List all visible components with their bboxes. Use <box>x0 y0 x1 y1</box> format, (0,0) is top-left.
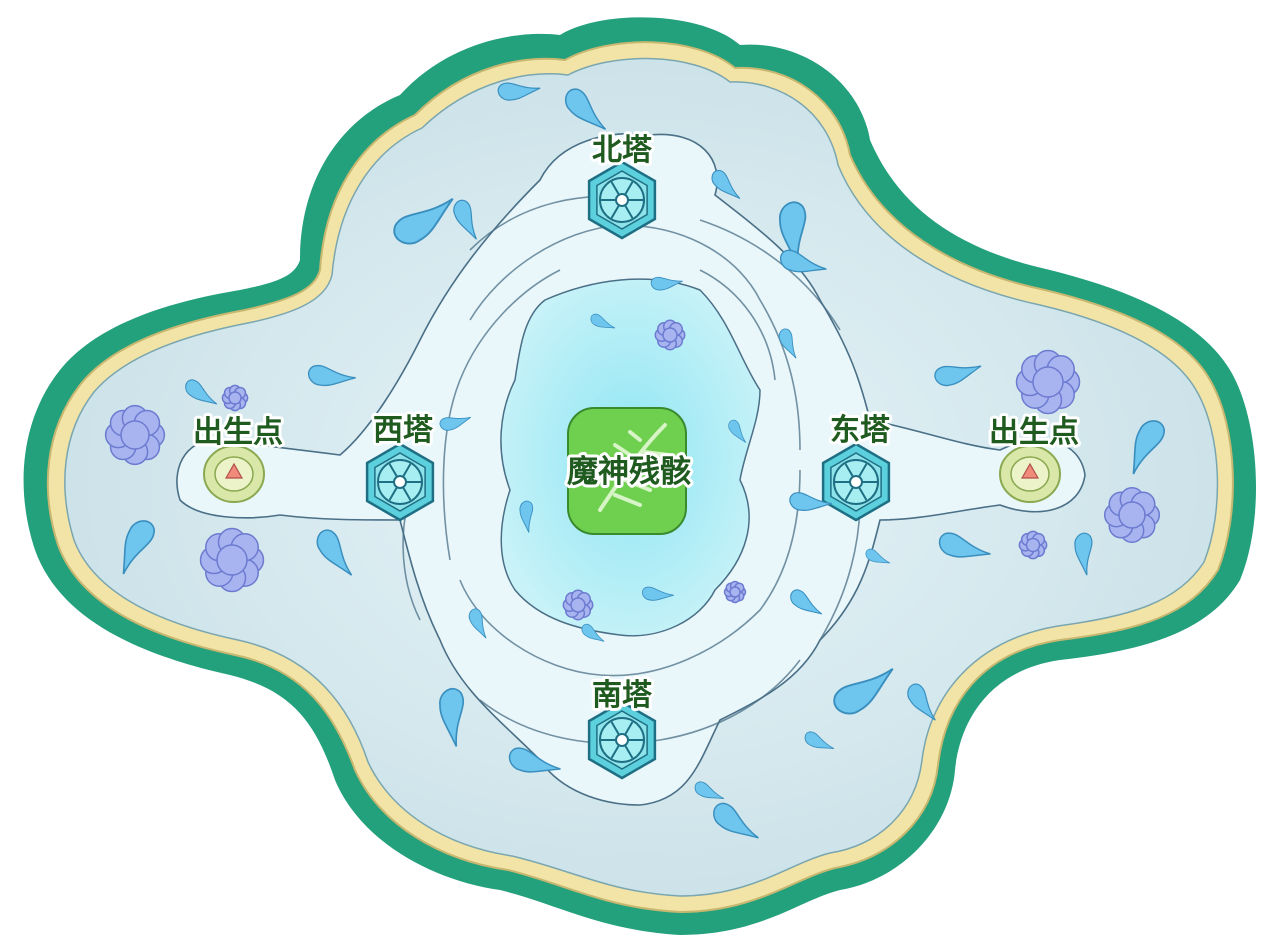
ice-flower-icon <box>1018 530 1048 560</box>
crystal-icon <box>439 416 471 431</box>
tower-east-label: 东塔 <box>830 413 891 448</box>
crystal-icon <box>307 364 356 387</box>
spawn-right-label: 出生点 <box>989 415 1079 450</box>
tower-east[interactable]: 东塔 <box>821 410 894 522</box>
tower-west-label: 西塔 <box>373 413 434 448</box>
crystal-icon <box>581 623 605 642</box>
spawn-left[interactable]: 出生点 <box>190 412 286 503</box>
crystal-icon <box>711 169 741 199</box>
crystal-icon <box>713 802 759 839</box>
ice-flower-icon <box>562 589 594 621</box>
crystal-icon <box>779 201 807 266</box>
crystal-icon <box>833 668 894 715</box>
tower-north[interactable]: 北塔 <box>587 130 657 240</box>
crystal-icon <box>694 781 725 800</box>
tower-north-label: 北塔 <box>592 133 653 168</box>
ice-flower-icon <box>199 527 265 593</box>
ice-flower-icon <box>723 580 747 604</box>
crystal-icon <box>185 379 218 405</box>
crystal-icon <box>789 492 832 511</box>
ice-flower-icon <box>104 404 166 466</box>
crystal-icon <box>453 199 477 240</box>
crystal-icon <box>519 500 534 533</box>
crystal-icon <box>508 747 561 773</box>
spawn-left-label: 出生点 <box>193 415 283 450</box>
crystal-icon <box>393 198 454 245</box>
crystal-icon <box>1074 532 1093 576</box>
ice-flower-icon <box>654 319 686 351</box>
ice-flower-icon <box>1103 486 1161 544</box>
ice-flower-icon <box>1015 349 1081 415</box>
spawn-right[interactable]: 出生点 <box>986 412 1082 503</box>
crystal-icon <box>1132 420 1166 475</box>
crystal-icon <box>497 82 541 101</box>
crystal-icon <box>728 419 747 443</box>
crystal-icon <box>439 687 465 747</box>
crystal-icon <box>790 589 823 615</box>
boss-platform[interactable]: 魔神残骸 <box>564 407 694 535</box>
crystal-icon <box>590 313 616 329</box>
crystal-icon <box>641 586 674 601</box>
tower-south-label: 南塔 <box>592 678 653 713</box>
crystal-icon <box>778 328 797 359</box>
crystal-icon <box>938 532 991 558</box>
crystal-icon <box>907 683 936 721</box>
crystal-icon <box>564 88 607 130</box>
flower-decorations <box>104 319 1161 621</box>
crystal-icon <box>122 520 156 575</box>
crystal-icon <box>865 548 891 564</box>
tower-west[interactable]: 西塔 <box>365 410 437 522</box>
crystal-icon <box>316 529 353 576</box>
crystal-icon <box>934 365 982 387</box>
ice-flower-icon <box>221 384 249 412</box>
crystal-icon <box>650 276 683 291</box>
crystal-icon <box>779 249 827 273</box>
boss-label: 魔神残骸 <box>567 454 691 490</box>
crystal-icon <box>804 731 835 750</box>
crystal-icon <box>468 608 487 639</box>
crystal-decorations <box>122 82 1166 839</box>
boss-skeleton-icon <box>598 423 670 512</box>
tower-south[interactable]: 南塔 <box>587 675 657 780</box>
